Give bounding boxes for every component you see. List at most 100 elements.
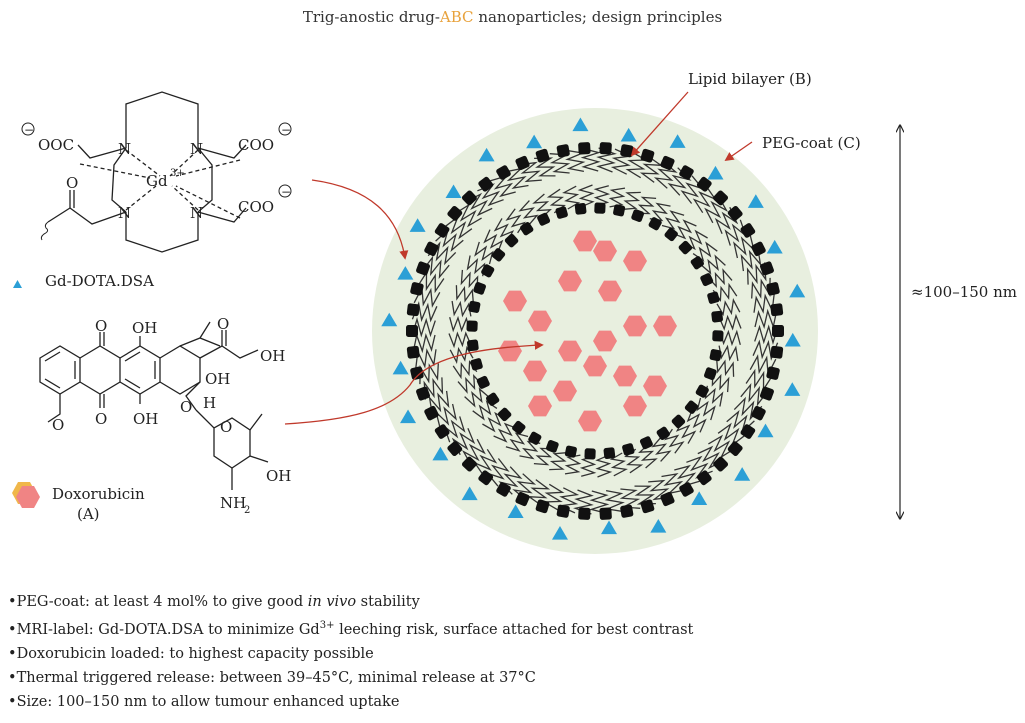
lipid-head [613,204,626,217]
gd-triangle [526,134,543,149]
dox-oh-side: OH [260,347,285,365]
figure-title: Trig-anostic drug-ABC nanoparticles; des… [0,8,1025,26]
lipid-tail [579,455,597,477]
lipid-head [504,233,519,248]
lipid-head [466,320,478,332]
atom-o-carbonyl: O [66,174,78,192]
lipid-head [556,504,570,518]
lipid-tail [512,473,537,502]
gd-to-particle-arrow [311,179,409,260]
lipid-head [555,206,568,219]
lipid-tail [493,218,515,243]
design-principles-list: PEG-coat: at least 4 mol% to give good i… [8,590,694,714]
gd-triangle [400,409,417,424]
lipid-head [770,345,784,359]
lipid-head [648,217,662,231]
lipid-head [424,241,439,257]
gd-dota-structure [40,91,247,253]
lipid-tail [704,195,729,224]
doxorubicin-hexagon [653,315,677,337]
gd-triangle [669,134,686,148]
lipid-tail [754,324,779,345]
doxorubicin-core [498,230,677,432]
lipid-head [759,261,774,276]
lipid-head [496,482,511,497]
lipid-tail [593,185,611,207]
lipid-tail [518,161,542,183]
gd-triangle [766,239,783,254]
lipid-tail [411,317,436,338]
lipid-head [700,273,714,287]
lipid-tail [423,377,444,400]
lipid-head [497,407,512,422]
lipid-head [770,303,784,317]
doxorubicin-structure [39,321,269,490]
doxorubicin-hexagon [558,340,582,362]
doxorubicin-atoms: O OH O OH OH O OH O O H O OH NH 2 [52,315,291,516]
gd-triangle [601,520,618,535]
lipid-head [690,256,704,270]
doxorubicin-hexagon [623,315,647,337]
gd-triangle [784,382,801,396]
size-label: ≈100–150 nm [911,283,1017,301]
doxorubicin-hexagon [623,395,647,417]
gd-triangle [381,312,398,327]
lipid-tail [461,438,486,467]
lipid-head [535,148,550,163]
doxorubicin-hexagon [598,280,622,302]
lipid-tail [453,203,482,228]
atom-gd-charge: 3+ [170,168,185,179]
lipid-head [713,190,729,206]
lipid-tail [518,200,539,226]
lipid-head [639,436,653,450]
lipid-tail [683,229,708,251]
lipid-head [486,392,500,406]
gd-triangle [461,486,478,501]
lipid-head [727,205,743,221]
atom-ooc: OOC [38,136,74,154]
lipid-tail [448,331,472,349]
lipid-head [406,303,420,317]
lipid-head [712,330,724,342]
gd-triangle [784,332,801,347]
title-suffix: nanoparticles; design principles [473,8,723,26]
lipid-head [707,291,720,304]
lipid-head [709,349,722,362]
dox-nh-sub: 2 [244,505,250,516]
gd-dota-atoms: N N N N Gd 3+ OOC − COO − COO − O [21,122,292,222]
lipid-head [759,386,774,401]
lipid-tail [504,167,529,189]
dox-to-core-arrow [284,340,544,425]
peg-coat-label: PEG-coat (C) [762,134,861,152]
lipid-head [556,144,570,158]
bullet-size: Size: 100–150 nm to allow tumour enhance… [8,690,693,714]
gd-triangle [691,491,708,505]
lipid-tail [636,196,657,215]
lipid-tail [692,184,717,214]
gd-triangle [572,117,589,132]
lipid-head [599,142,612,155]
lipid-tail [577,184,595,208]
bullet-thermal: Thermal triggered release: between 39–45… [8,666,693,690]
lipid-head [704,367,717,381]
peg-coat-shell [372,108,818,554]
lipid-tail [653,160,678,189]
lipid-tail [455,285,474,303]
gd-dota-triangles [381,117,806,540]
lipid-head [410,366,424,380]
lipid-head [740,424,756,439]
lipid-tail [697,445,725,470]
nanoparticle [372,108,818,554]
lipid-tail [708,434,737,459]
lipid-head [622,443,635,456]
atom-n2: N [190,140,203,158]
dox-nh: NH [220,494,246,512]
lipid-tail [754,308,778,330]
lipid-tail [596,147,617,173]
lipid-head [574,203,587,215]
gd-triangle-icon [13,280,22,288]
lipid-head [578,142,591,155]
atom-n3: N [118,204,131,222]
lipid-tail [719,329,741,347]
